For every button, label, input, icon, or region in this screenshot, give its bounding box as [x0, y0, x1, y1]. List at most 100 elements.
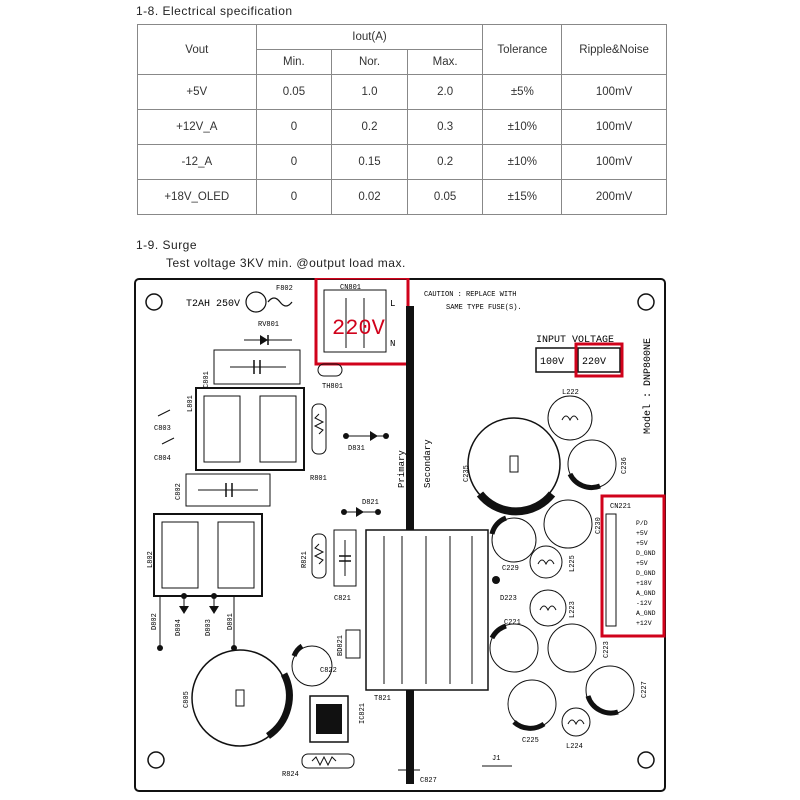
th801-label: TH801: [322, 383, 343, 391]
header-min: Min.: [255, 49, 333, 75]
cap-symbol: [509, 455, 519, 473]
resistor-icon: [311, 755, 337, 767]
svg-text:+5V: +5V: [636, 530, 648, 537]
capacitor-c230: [543, 499, 593, 549]
c801-label: C801: [203, 371, 211, 388]
capacitor-box: [185, 473, 271, 507]
transformer-lines: [383, 536, 473, 684]
ic-body: [316, 704, 342, 734]
cell-vout: +5V: [137, 74, 257, 110]
inductor-core: [217, 521, 255, 589]
diode-icon: [356, 507, 364, 517]
c223-label: C223: [603, 641, 611, 658]
polarity-mark: [489, 623, 507, 640]
d802-label: D802: [151, 613, 159, 630]
c236-label: C236: [621, 457, 629, 474]
model-label: Model : DNP800NE: [642, 338, 654, 434]
polarity-mark: [265, 672, 293, 739]
cell-min: 0: [255, 109, 333, 145]
inductor-icon: [539, 605, 557, 612]
cell-nor: 0.2: [331, 109, 408, 145]
cell-tol: ±5%: [482, 74, 563, 110]
ic821-label: IC821: [359, 703, 367, 724]
cell-tol: ±10%: [482, 109, 563, 145]
cell-tol: ±15%: [482, 179, 563, 215]
capacitor-c229: [491, 517, 537, 563]
c229-label: C229: [502, 565, 519, 573]
c235-label: C235: [463, 465, 471, 482]
inductor-l225: [529, 545, 563, 579]
mounting-hole-icon: [637, 751, 655, 769]
pad-icon: [343, 433, 349, 439]
inductor-l223: [529, 589, 567, 627]
pcb-diagram: T2AH 250V F802 CAUTION : REPLACE WITH SA…: [134, 278, 666, 792]
polarity-mark: [512, 720, 546, 731]
table-row: -12_A 0 0.15 0.2 ±10% 100mV: [137, 144, 667, 180]
header-nor: Nor.: [331, 49, 408, 75]
c804-label: C804: [154, 455, 171, 463]
svg-text:-12V: -12V: [636, 600, 652, 607]
inductor-icon: [561, 415, 579, 422]
cell-ripple: 100mV: [561, 74, 667, 110]
svg-text:P/D: P/D: [636, 520, 648, 527]
resistor-icon: [313, 413, 325, 435]
diode-icon: [370, 431, 378, 441]
header-vout: Vout: [137, 24, 257, 75]
electrical-spec-table: Vout Iout(A) Tolerance Ripple&Noise Min.…: [137, 24, 667, 215]
table-row: +18V_OLED 0 0.02 0.05 ±15% 200mV: [137, 179, 667, 215]
primary-label: Primary: [397, 450, 407, 488]
header-ripple: Ripple&Noise: [561, 24, 667, 75]
inductor-l801: [195, 387, 305, 471]
fuse-ref: F802: [276, 285, 293, 293]
svg-text:D_GND: D_GND: [636, 570, 656, 577]
mounting-hole-icon: [147, 751, 165, 769]
c827-label: C827: [420, 777, 437, 785]
c805-label: C805: [183, 691, 191, 708]
fuse-holder-icon: [245, 291, 267, 313]
output-highlight-box: [600, 494, 666, 638]
l222-label: L222: [562, 389, 579, 397]
secondary-label: Secondary: [423, 439, 433, 488]
rv801-label: RV801: [258, 321, 279, 329]
polarity-mark: [291, 643, 304, 658]
header-max: Max.: [406, 49, 484, 75]
table-row: +12V_A 0 0.2 0.3 ±10% 100mV: [137, 109, 667, 145]
l801-label: L801: [187, 395, 195, 412]
pad-icon: [492, 576, 500, 584]
inductor-core: [161, 521, 199, 589]
capacitor-c821: [333, 529, 357, 587]
r824-label: R824: [282, 771, 299, 779]
diode-icon: [260, 335, 268, 345]
d801-label: D801: [227, 613, 235, 630]
highlight-voltage: 220V: [332, 316, 386, 341]
input-220v: 220V: [582, 357, 606, 368]
d821-label: D821: [362, 499, 379, 507]
t821-label: T821: [374, 695, 391, 703]
c803-label: C803: [154, 425, 171, 433]
inductor-core: [203, 395, 241, 463]
cell-tol: ±10%: [482, 144, 563, 180]
mounting-hole-icon: [145, 293, 163, 311]
cn221-label: CN221: [610, 503, 631, 511]
resistor-icon: [313, 543, 325, 565]
input-connector: [323, 289, 387, 353]
svg-text:+5V: +5V: [636, 560, 648, 567]
polarity-mark: [585, 695, 619, 716]
output-connector: [605, 513, 617, 627]
section-title-surge: 1-9. Surge: [136, 238, 198, 252]
pad-icon: [375, 509, 381, 515]
fuse-icon: [267, 297, 293, 307]
input-100v: 100V: [540, 357, 564, 368]
c821-label: C821: [334, 595, 351, 603]
resistor-r824: [301, 753, 355, 769]
cell-vout: -12_A: [137, 144, 257, 180]
l223-label: L223: [569, 601, 577, 618]
polarity-mark: [489, 515, 508, 535]
inductor-l224: [561, 707, 591, 737]
cell-nor: 1.0: [331, 74, 408, 110]
c225-label: C225: [522, 737, 539, 745]
inductor-l222: [547, 395, 593, 441]
d803-label: D803: [205, 619, 213, 636]
l225-label: L225: [569, 555, 577, 572]
c227-label: C227: [641, 681, 649, 698]
